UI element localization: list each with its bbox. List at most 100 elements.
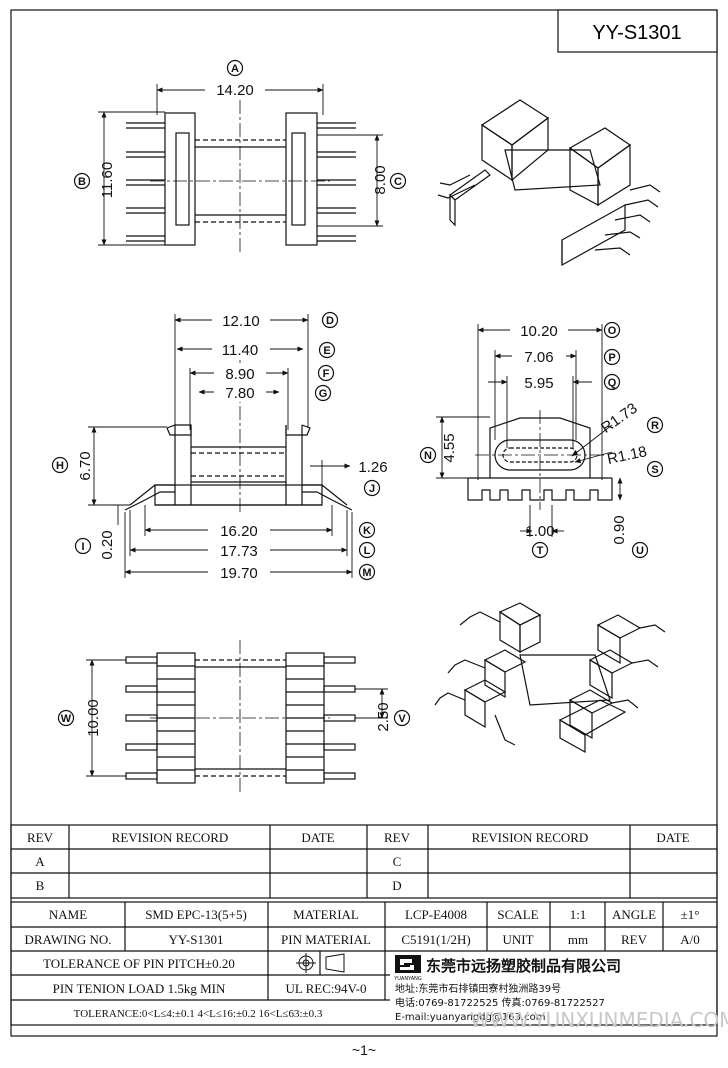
rev-row-c: C <box>393 854 402 869</box>
dim-value-W: 10.00 <box>85 699 102 737</box>
dim-value-O: 10.20 <box>520 323 558 340</box>
company-phone: 电话:0769-81722525 传真:0769-81722527 <box>395 996 605 1009</box>
ref-letter-I: I <box>81 541 84 553</box>
ref-circle-P <box>603 348 621 366</box>
ref-circle-T <box>531 541 549 559</box>
rev-header-left: REV <box>27 830 54 845</box>
pin-pitch-tolerance: TOLERANCE OF PIN PITCH±0.20 <box>43 956 235 971</box>
ref-letter-G: G <box>319 388 328 400</box>
ref-circle-E <box>318 341 336 359</box>
isometric-view-top <box>437 99 661 267</box>
dim-value-V: 2.50 <box>375 702 392 731</box>
ref-letter-A: A <box>231 63 239 75</box>
side-view <box>124 360 353 515</box>
pin-tension-load: PIN TENION LOAD 1.5kg MIN <box>53 981 226 996</box>
ref-letter-V: V <box>398 713 406 725</box>
ref-circle-I <box>74 537 92 555</box>
ref-letter-S: S <box>651 464 658 476</box>
rev-row-b: B <box>36 878 45 893</box>
ref-circle-D <box>321 311 339 329</box>
dim-value-B: 11.60 <box>99 162 116 198</box>
bottom-view <box>125 640 356 795</box>
ref-letter-U: U <box>636 545 644 557</box>
material-label: MATERIAL <box>293 907 359 922</box>
name-value: SMD EPC-13(5+5) <box>145 907 247 922</box>
drawing-code-box <box>557 9 718 53</box>
ref-letter-M: M <box>362 567 371 579</box>
dim-value-F: 8.90 <box>225 366 254 383</box>
company-email: E-mail:yuanyangdg@163.com <box>395 1012 546 1023</box>
ref-letter-C: C <box>394 176 402 188</box>
logo-text: YUANYANG <box>393 976 422 982</box>
dim-value-I: 0.20 <box>99 530 116 559</box>
dimension-values: 14.20 11.60 8.00 12.10 11.40 8.90 7.80 6… <box>77 79 648 737</box>
ref-letter-N: N <box>424 450 432 462</box>
dim-value-N: 4.55 <box>441 433 458 462</box>
title-block: NAME SMD EPC-13(5+5) MATERIAL LCP-E4008 … <box>10 901 718 1026</box>
dim-value-U: 0.90 <box>611 515 628 544</box>
ref-letter-D: D <box>326 315 334 327</box>
ref-letter-T: T <box>537 545 544 557</box>
dim-value-T: 1.00 <box>525 523 554 540</box>
ref-letter-F: F <box>323 368 330 380</box>
drawing-no-value: YY-S1301 <box>169 932 224 947</box>
unit-value: mm <box>568 932 588 947</box>
ref-letter-L: L <box>364 545 371 557</box>
top-view <box>126 100 356 255</box>
dim-value-K: 16.20 <box>220 523 258 540</box>
rev-row-d: D <box>392 878 401 893</box>
drawing-no-label: DRAWING NO. <box>24 932 111 947</box>
ref-circle-G <box>314 384 332 402</box>
dim-value-M: 19.70 <box>220 565 258 582</box>
dim-value-R: R1.73 <box>598 400 641 437</box>
dim-value-L: 17.73 <box>220 543 258 560</box>
angle-label: ANGLE <box>612 907 656 922</box>
ref-circle-W <box>57 709 75 727</box>
ref-circle-H <box>51 456 69 474</box>
ref-circle-V <box>393 709 411 727</box>
ul-rating: UL REC:94V-0 <box>285 981 366 996</box>
rev-value: A/0 <box>680 932 700 947</box>
ref-letter-R: R <box>651 420 659 432</box>
ref-circle-A <box>226 59 244 77</box>
ref-letter-J: J <box>369 483 375 495</box>
ref-letter-B: B <box>78 176 86 188</box>
watermark: WWW.YUNXUNMEDIA.COM <box>470 1008 728 1032</box>
ref-circle-Q <box>603 373 621 391</box>
scale-value: 1:1 <box>570 907 587 922</box>
date-header-left: DATE <box>301 830 334 845</box>
isometric-view-bottom <box>434 602 666 754</box>
record-header-left: REVISION RECORD <box>112 830 229 845</box>
pin-material-label: PIN MATERIAL <box>281 932 371 947</box>
dim-value-S: R1.18 <box>606 443 649 468</box>
general-tolerance: TOLERANCE:0<L≤4:±0.1 4<L≤16:±0.2 16<L≤63… <box>74 1008 323 1020</box>
ref-circle-O <box>603 321 621 339</box>
ref-circle-U <box>631 541 649 559</box>
pin-material-value: C5191(1/2H) <box>401 932 470 947</box>
record-header-right: REVISION RECORD <box>472 830 589 845</box>
ref-circle-S <box>646 460 664 478</box>
dim-value-P: 7.06 <box>524 349 553 366</box>
dim-value-H: 6.70 <box>77 451 94 480</box>
dim-value-J: 1.26 <box>358 459 387 476</box>
ref-circle-K <box>358 521 376 539</box>
end-view <box>467 410 613 510</box>
ref-letter-P: P <box>608 352 615 364</box>
dim-value-G: 7.80 <box>225 385 254 402</box>
name-label: NAME <box>49 907 87 922</box>
rev-row-a: A <box>35 854 45 869</box>
revision-table: REV REVISION RECORD DATE REV REVISION RE… <box>10 824 718 899</box>
ref-letter-H: H <box>56 460 64 472</box>
ref-circle-R <box>646 416 664 434</box>
rev-label: REV <box>621 932 648 947</box>
dim-value-C: 8.00 <box>372 165 389 194</box>
sheet-border <box>10 9 718 1037</box>
drawing-code: YY-S1301 <box>592 22 681 44</box>
company-name: 东莞市远扬塑胶制品有限公司 <box>426 957 621 975</box>
ref-circle-B <box>73 172 91 190</box>
ref-letter-Q: Q <box>608 377 617 389</box>
dim-value-Q: 5.95 <box>524 375 553 392</box>
dim-value-E: 11.40 <box>222 342 258 359</box>
ref-circle-J <box>363 479 381 497</box>
